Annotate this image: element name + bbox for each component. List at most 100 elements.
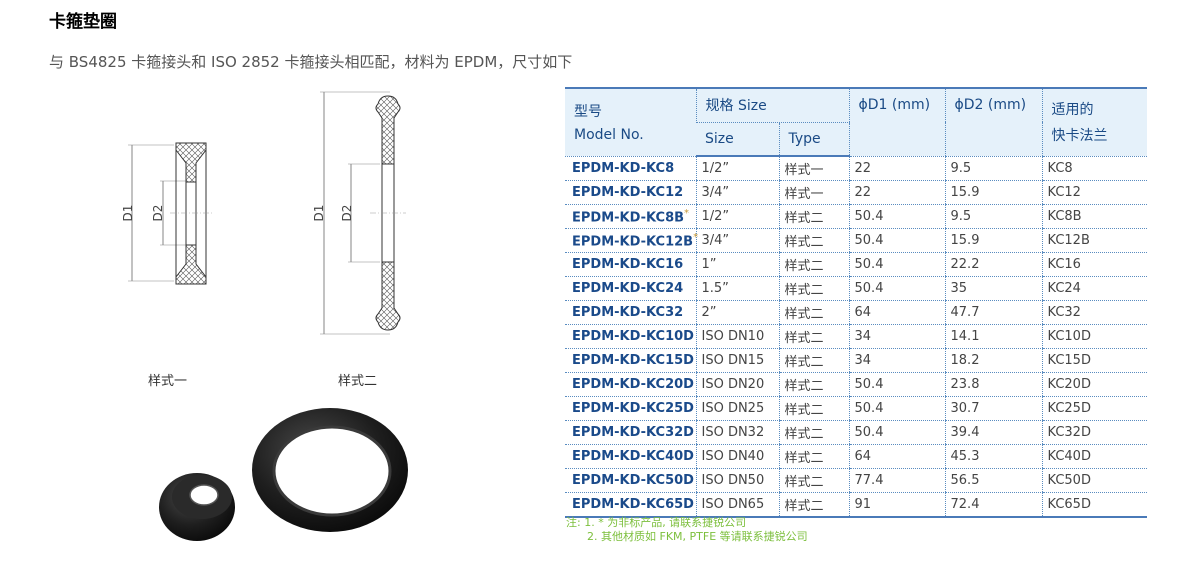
d2-cell: 18.2 [944,348,1043,373]
size-cell: 1” [695,252,779,277]
model-cell: EPDM-KD-KC10D [565,324,696,349]
header-type: Type [778,122,850,157]
model-cell: EPDM-KD-KC32D [565,420,696,445]
model-cell: EPDM-KD-KC15D [565,348,696,373]
type-cell: 样式二 [778,252,850,277]
size-cell: ISO DN25 [695,396,779,421]
header-spec: 规格 Size [695,87,850,123]
size-cell: ISO DN32 [695,420,779,445]
d1-cell: 50.4 [848,204,946,229]
model-text: EPDM-KD-KC8B [572,210,685,226]
size-cell: ISO DN20 [695,372,779,397]
header-flange: 适用的 快卡法兰 [1041,87,1148,157]
size-cell: 1/2” [695,156,779,181]
type-cell: 样式二 [778,204,850,229]
style1-d1-label: D1 [121,205,135,222]
model-text: EPDM-KD-KC12 [572,185,684,200]
size-cell: ISO DN10 [695,324,779,349]
d2-cell: 15.9 [944,228,1043,253]
flange-cell: KC12 [1041,180,1148,205]
d2-cell: 9.5 [944,204,1043,229]
header-d2: ϕD2 (mm) [944,87,1043,157]
size-cell: ISO DN40 [695,444,779,469]
spec-table: 型号 Model No. 规格 Size ϕD1 (mm) ϕD2 (mm) 适… [565,87,1148,518]
footnotes: 注: 1. * 为非标产品, 请联系捷锐公司 2. 其他材质如 FKM, PTF… [566,516,808,544]
flange-cell: KC8B [1041,204,1148,229]
model-cell: EPDM-KD-KC65D [565,492,696,518]
d2-cell: 14.1 [944,324,1043,349]
flange-cell: KC32 [1041,300,1148,325]
type-cell: 样式二 [778,348,850,373]
model-text: EPDM-KD-KC50D [572,473,694,488]
gasket-drawings: D1 D2 D1 D2 [121,91,406,335]
d1-cell: 34 [848,348,946,373]
size-cell: 1.5” [695,276,779,301]
page-subtitle: 与 BS4825 卡箍接头和 ISO 2852 卡箍接头相匹配，材料为 EPDM… [49,53,573,71]
size-cell: ISO DN15 [695,348,779,373]
model-text: EPDM-KD-KC20D [572,377,694,392]
type-cell: 样式二 [778,444,850,469]
model-text: EPDM-KD-KC12B [572,234,694,250]
flange-cell: KC10D [1041,324,1148,349]
size-cell: 1/2” [695,204,779,229]
header-flange-line2: 快卡法兰 [1051,128,1108,145]
model-cell: EPDM-KD-KC40D [565,444,696,469]
d1-cell: 50.4 [848,420,946,445]
model-text: EPDM-KD-KC25D [572,401,694,416]
flange-cell: KC12B [1041,228,1148,253]
type-cell: 样式二 [778,372,850,397]
model-text: EPDM-KD-KC40D [572,449,694,464]
type-cell: 样式二 [778,276,850,301]
model-cell: EPDM-KD-KC25D [565,396,696,421]
flange-cell: KC32D [1041,420,1148,445]
d1-cell: 50.4 [848,372,946,397]
size-cell: ISO DN50 [695,468,779,493]
d2-cell: 47.7 [944,300,1043,325]
type-cell: 样式二 [778,300,850,325]
d2-cell: 45.3 [944,444,1043,469]
d1-cell: 22 [848,156,946,181]
gasket-product-photo [159,408,408,541]
model-cell: EPDM-KD-KC12 [565,180,696,205]
style2-drawing: D1 D2 [312,91,406,335]
model-text: EPDM-KD-KC32 [572,305,684,320]
header-model-en: Model No. [574,127,644,144]
model-cell: EPDM-KD-KC12B* [565,228,698,253]
model-text: EPDM-KD-KC65D [572,497,694,512]
header-d1: ϕD1 (mm) [848,87,946,157]
size-cell: 3/4” [695,180,779,205]
header-model: 型号 Model No. [565,87,696,157]
d1-cell: 50.4 [848,252,946,277]
nonstandard-star: * [684,207,690,219]
d2-cell: 39.4 [944,420,1043,445]
page-title: 卡箍垫圈 [49,12,117,32]
size-cell: ISO DN65 [695,492,779,518]
flange-cell: KC15D [1041,348,1148,373]
model-cell: EPDM-KD-KC16 [565,252,696,277]
header-model-cn: 型号 [574,104,602,121]
type-cell: 样式二 [778,396,850,421]
type-cell: 样式二 [778,228,850,253]
flange-cell: KC50D [1041,468,1148,493]
flange-cell: KC8 [1041,156,1148,181]
flange-cell: KC24 [1041,276,1148,301]
type-cell: 样式一 [778,156,850,181]
model-cell: EPDM-KD-KC20D [565,372,696,397]
d1-cell: 50.4 [848,228,946,253]
header-size: Size [696,122,779,157]
model-text: EPDM-KD-KC32D [572,425,694,440]
d1-cell: 91 [848,492,946,518]
model-text: EPDM-KD-KC10D [572,329,694,344]
d1-cell: 34 [848,324,946,349]
style2-caption: 样式二 [338,374,378,389]
